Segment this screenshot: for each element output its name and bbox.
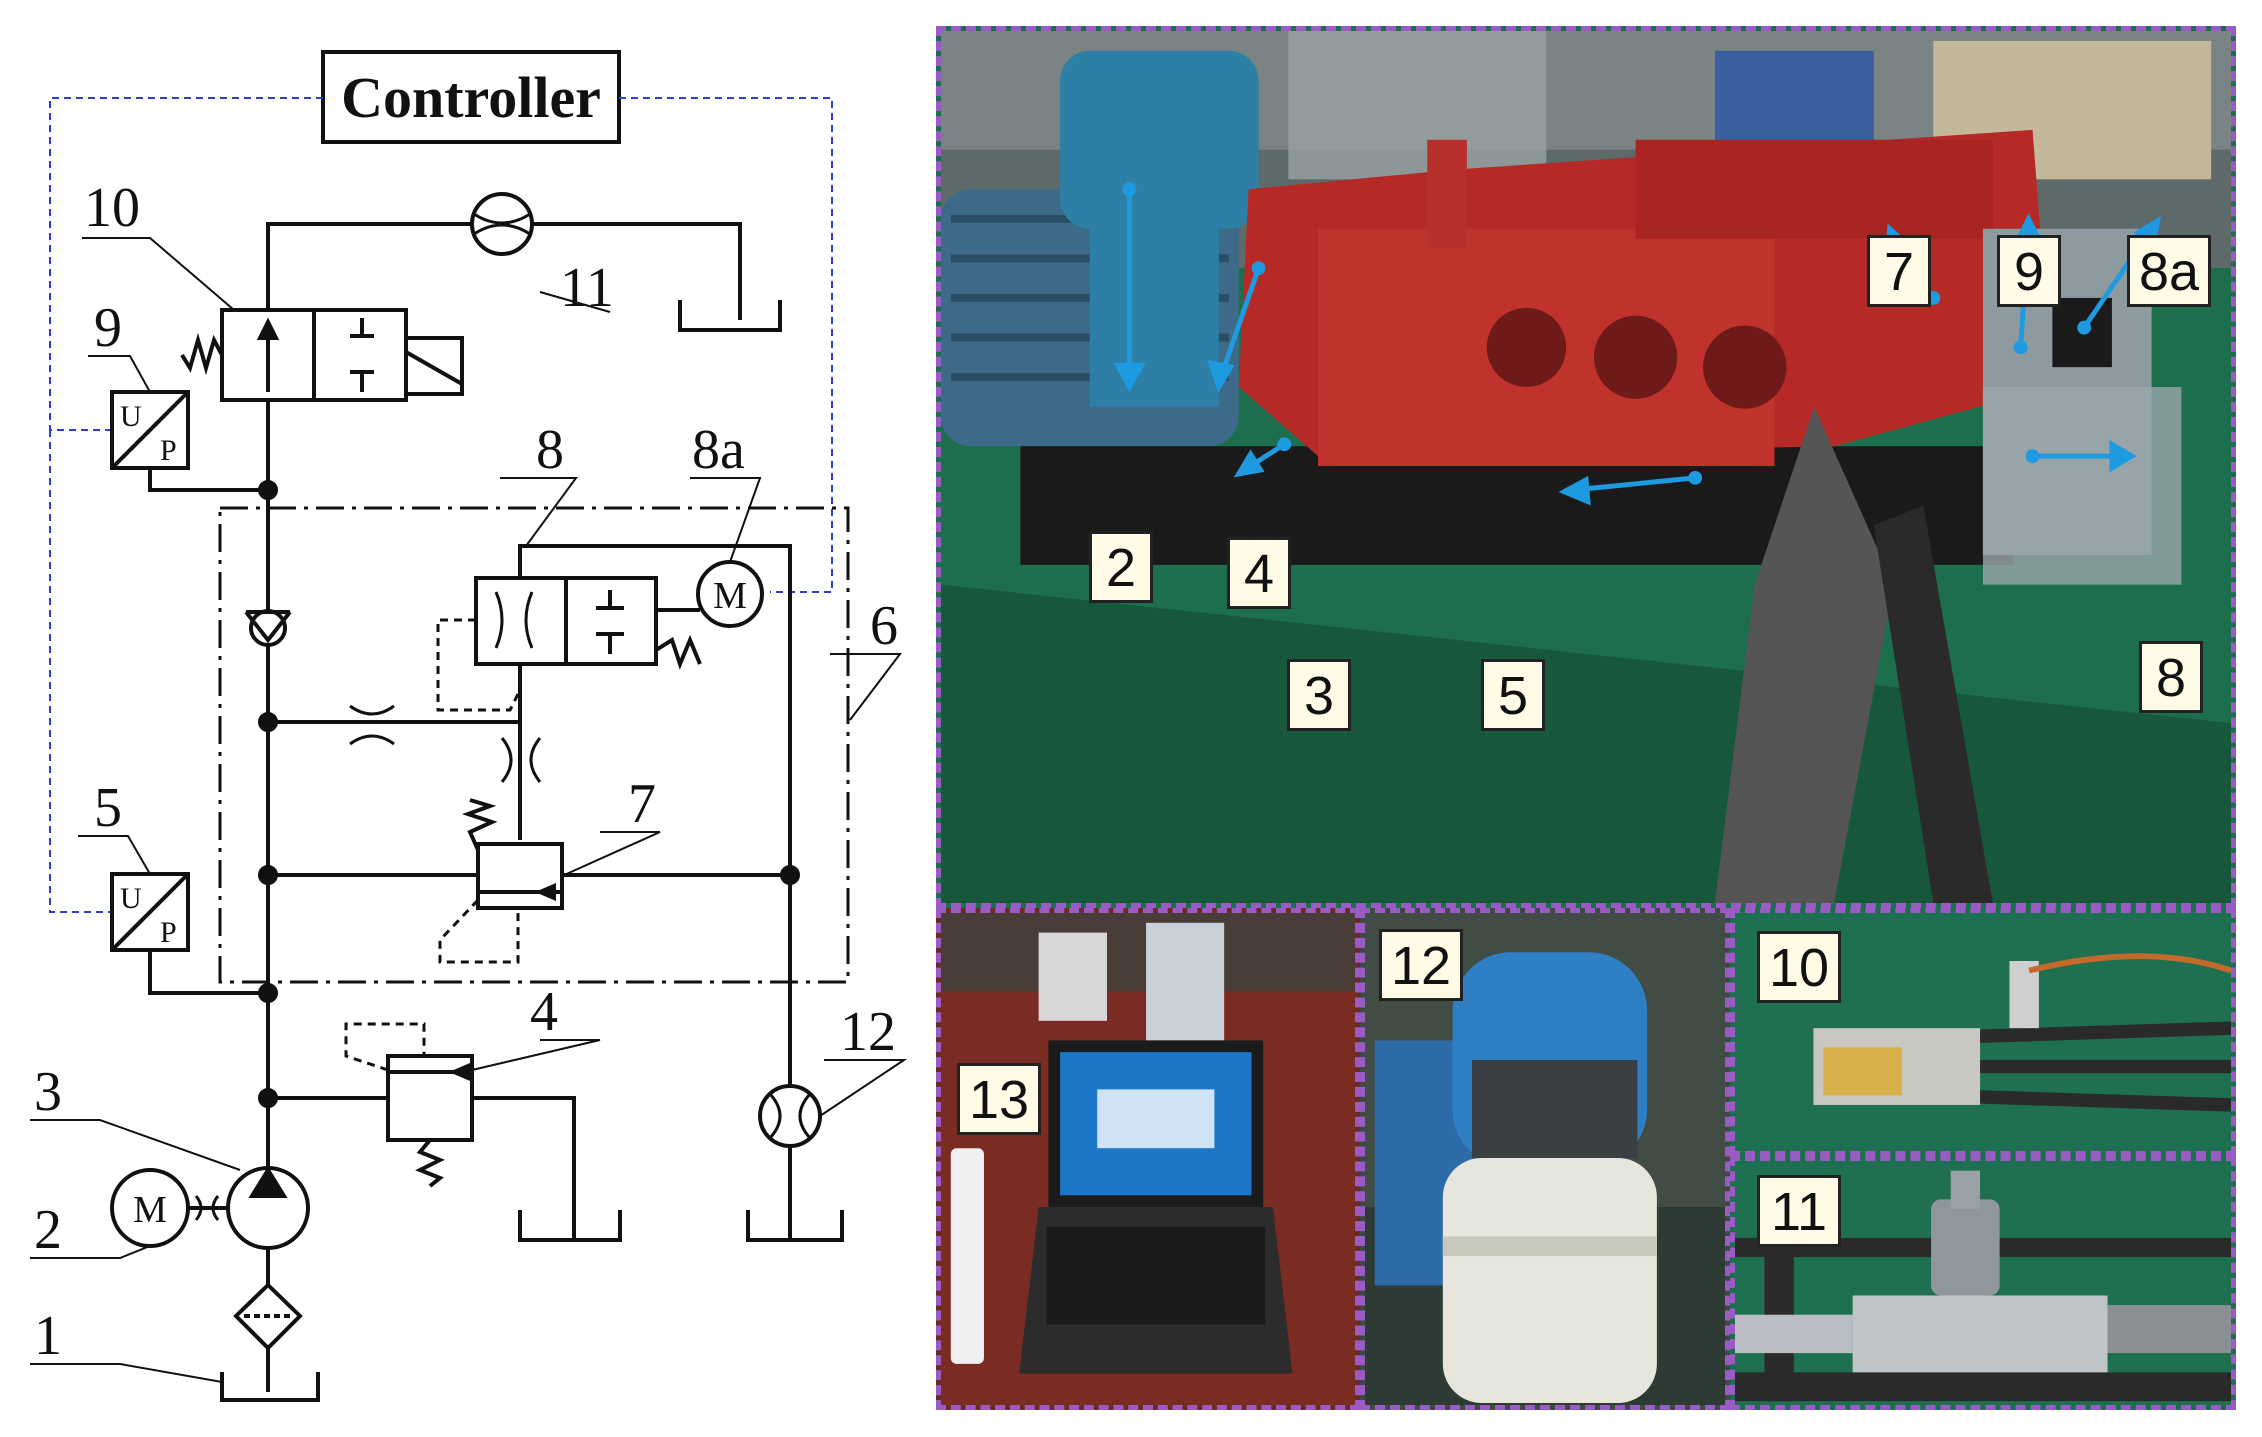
transducer-5-u: U — [120, 882, 142, 915]
photo-valve: 10 — [1730, 908, 2236, 1156]
transducer-9-u: U — [120, 400, 142, 433]
label-8a: 8a — [692, 419, 745, 481]
tag-13: 13 — [957, 1063, 1041, 1135]
tag-3: 3 — [1287, 659, 1351, 731]
label-11: 11 — [560, 257, 614, 319]
relief-valve-7 — [476, 842, 564, 910]
transducer-5-p: P — [160, 916, 177, 949]
label-2: 2 — [34, 1199, 62, 1261]
label-4: 4 — [530, 981, 558, 1043]
tag-10: 10 — [1757, 931, 1841, 1003]
tag-5: 5 — [1481, 659, 1545, 731]
label-6: 6 — [870, 595, 898, 657]
tag-9: 9 — [1997, 235, 2061, 307]
sensor-block — [1852, 1295, 2108, 1373]
label-1: 1 — [34, 1305, 62, 1367]
tag-7: 7 — [1867, 235, 1931, 307]
tag-4: 4 — [1227, 537, 1291, 609]
tank-1 — [220, 1372, 320, 1402]
tag-2: 2 — [1089, 531, 1153, 603]
photo-flowmeter: 12 — [1360, 908, 1730, 1410]
label-9: 9 — [94, 297, 122, 359]
power-strip — [950, 1148, 984, 1364]
tag-11: 11 — [1757, 1175, 1841, 1247]
photo-laptop: 13 — [936, 908, 1360, 1410]
photo-sensor: 11 — [1730, 1156, 2236, 1410]
motor-8a-letter: M — [713, 575, 747, 617]
motor-junction-box — [1060, 50, 1259, 229]
label-3: 3 — [34, 1061, 62, 1123]
tag-8a: 8a — [2127, 235, 2211, 307]
tag-8: 8 — [2139, 641, 2203, 713]
tag-12: 12 — [1379, 929, 1463, 1001]
valve-block-6 — [218, 506, 850, 984]
transducer-9-p: P — [160, 434, 177, 467]
controller-label: Controller — [341, 65, 601, 130]
hydraulic-schematic: Controller 10 11 9 8 8a 6 7 5 4 12 3 2 1… — [30, 50, 908, 1402]
label-12: 12 — [840, 1001, 896, 1063]
motor-2-letter: M — [133, 1189, 167, 1231]
label-8: 8 — [536, 419, 564, 481]
photo-test-rig: 2 4 3 5 7 9 8a 8 — [936, 26, 2236, 908]
label-10: 10 — [84, 177, 140, 239]
label-7: 7 — [628, 773, 656, 835]
signal-lines — [49, 97, 833, 913]
label-5: 5 — [94, 777, 122, 839]
